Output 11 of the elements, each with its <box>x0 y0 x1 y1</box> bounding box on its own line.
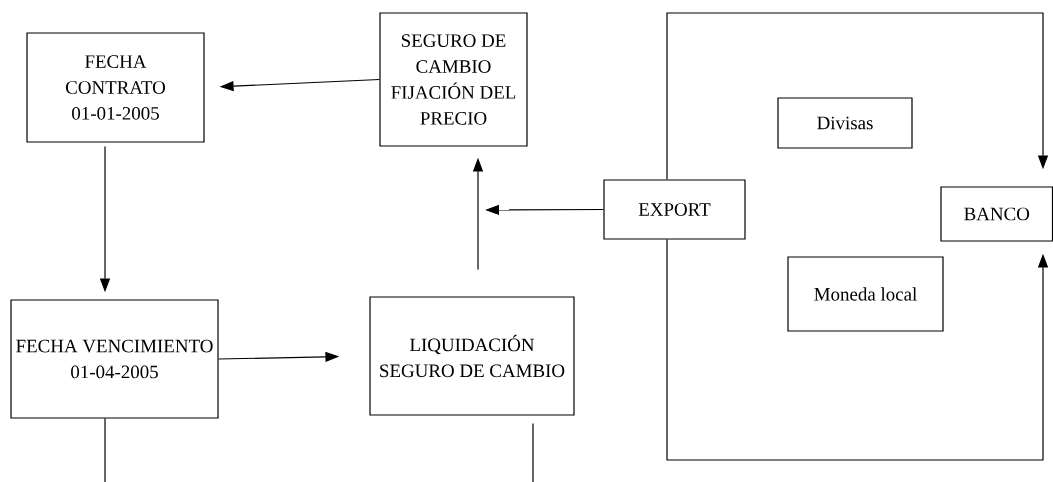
process-box: Divisas <box>777 97 913 149</box>
connector-line <box>104 418 106 482</box>
process-box: Moneda local <box>787 256 944 332</box>
connector-line <box>532 423 534 482</box>
arrow <box>666 12 1049 180</box>
process-box: FECHA CONTRATO 01-01-2005 <box>26 32 205 143</box>
process-box: SEGURO DE CAMBIO FIJACIÓN DEL PRECIO <box>379 12 528 147</box>
process-box: EXPORT <box>603 179 746 240</box>
process-box: LIQUIDACIÓN SEGURO DE CAMBIO <box>369 296 575 416</box>
process-box: FECHA VENCIMIENTO 01-04-2005 <box>10 299 219 419</box>
process-box: BANCO <box>940 186 1053 242</box>
